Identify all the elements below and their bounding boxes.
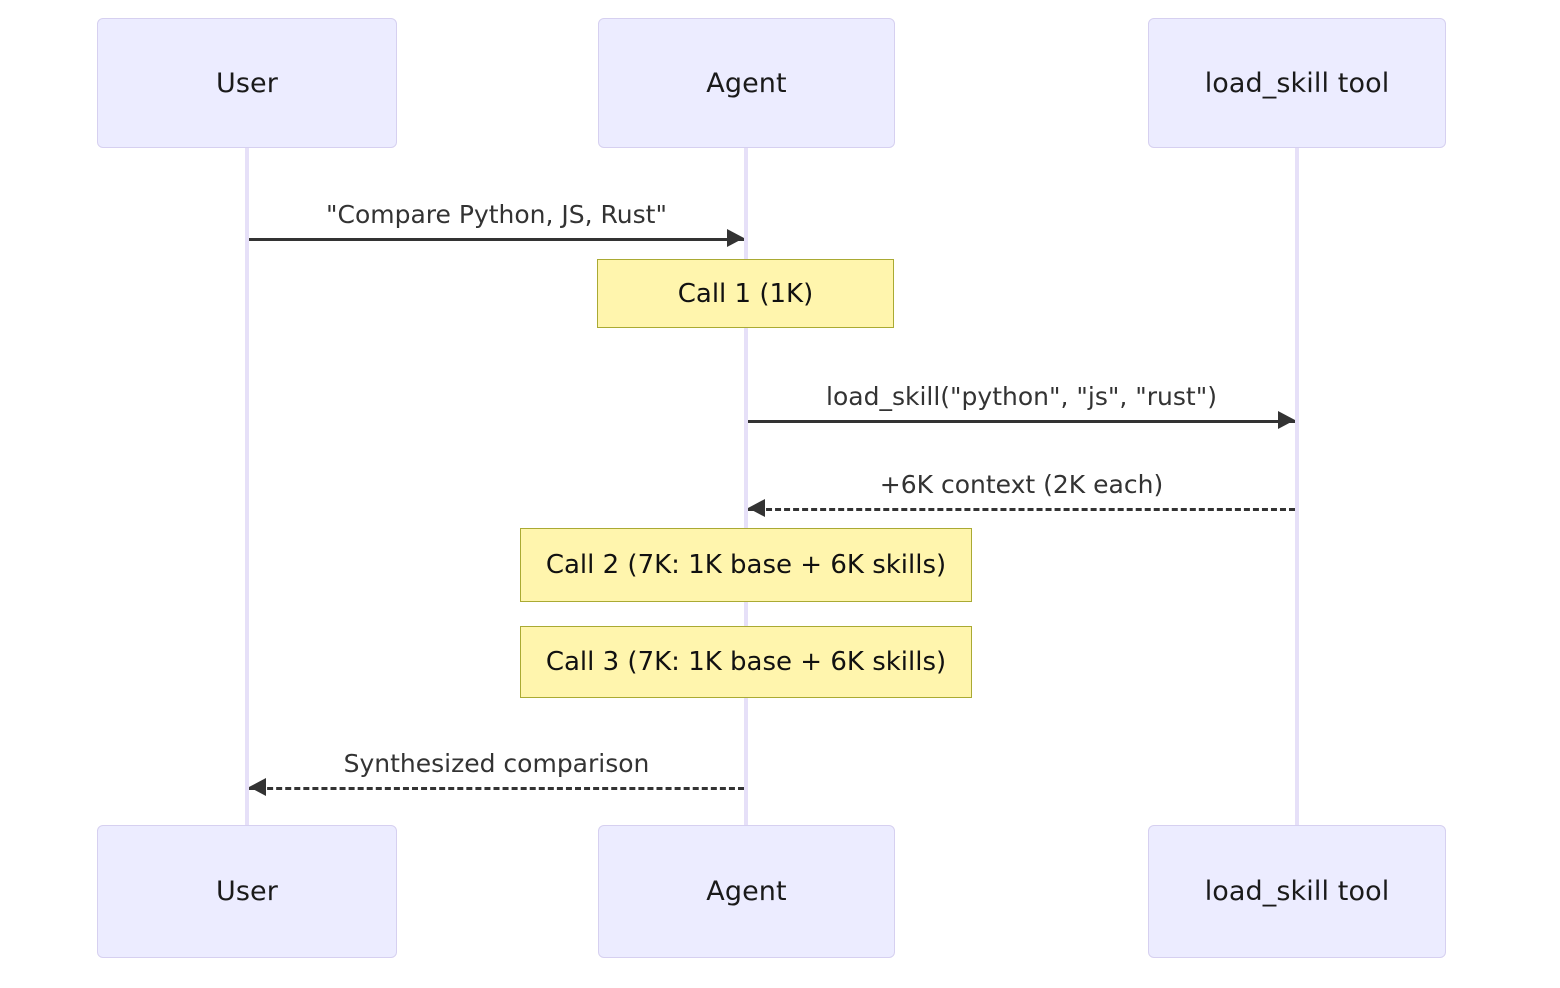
actor-box-agent-bottom[interactable]: Agent [598,825,895,958]
message-arrowhead-m4 [249,778,266,796]
message-arrowhead-m2 [1278,411,1295,429]
actor-box-tool-bottom[interactable]: load_skill tool [1148,825,1446,958]
message-arrowhead-m1 [727,229,744,247]
message-arrowhead-m3 [748,499,765,517]
note-n1[interactable]: Call 1 (1K) [597,259,894,328]
message-line-m4 [249,787,744,790]
actor-box-user-bottom[interactable]: User [97,825,397,958]
lifeline-user [245,148,249,826]
message-line-m3 [748,508,1295,511]
message-label-m4: Synthesized comparison [343,749,650,778]
message-label-m1: "Compare Python, JS, Rust" [326,200,667,229]
message-line-m2 [748,420,1295,423]
actor-box-tool-top[interactable]: load_skill tool [1148,18,1446,148]
actor-box-user-top[interactable]: User [97,18,397,148]
actor-label-user-bottom: User [216,876,278,907]
note-n2[interactable]: Call 2 (7K: 1K base + 6K skills) [520,528,972,602]
message-label-m3: +6K context (2K each) [879,470,1164,499]
lifeline-agent [744,148,748,826]
note-n3[interactable]: Call 3 (7K: 1K base + 6K skills) [520,626,972,698]
actor-label-tool-top: load_skill tool [1204,67,1390,99]
actor-label-user-top: User [216,67,278,99]
actor-label-agent-top: Agent [706,67,787,99]
note-label-n3: Call 3 (7K: 1K base + 6K skills) [545,647,947,677]
message-label-m2: load_skill("python", "js", "rust") [826,382,1217,411]
actor-label-tool-bottom: load_skill tool [1204,876,1390,907]
actor-label-agent-bottom: Agent [706,876,787,907]
note-label-n2: Call 2 (7K: 1K base + 6K skills) [545,550,947,580]
lifeline-tool [1295,148,1299,826]
note-label-n1: Call 1 (1K) [677,278,814,309]
actor-box-agent-top[interactable]: Agent [598,18,895,148]
message-line-m1 [249,238,744,241]
